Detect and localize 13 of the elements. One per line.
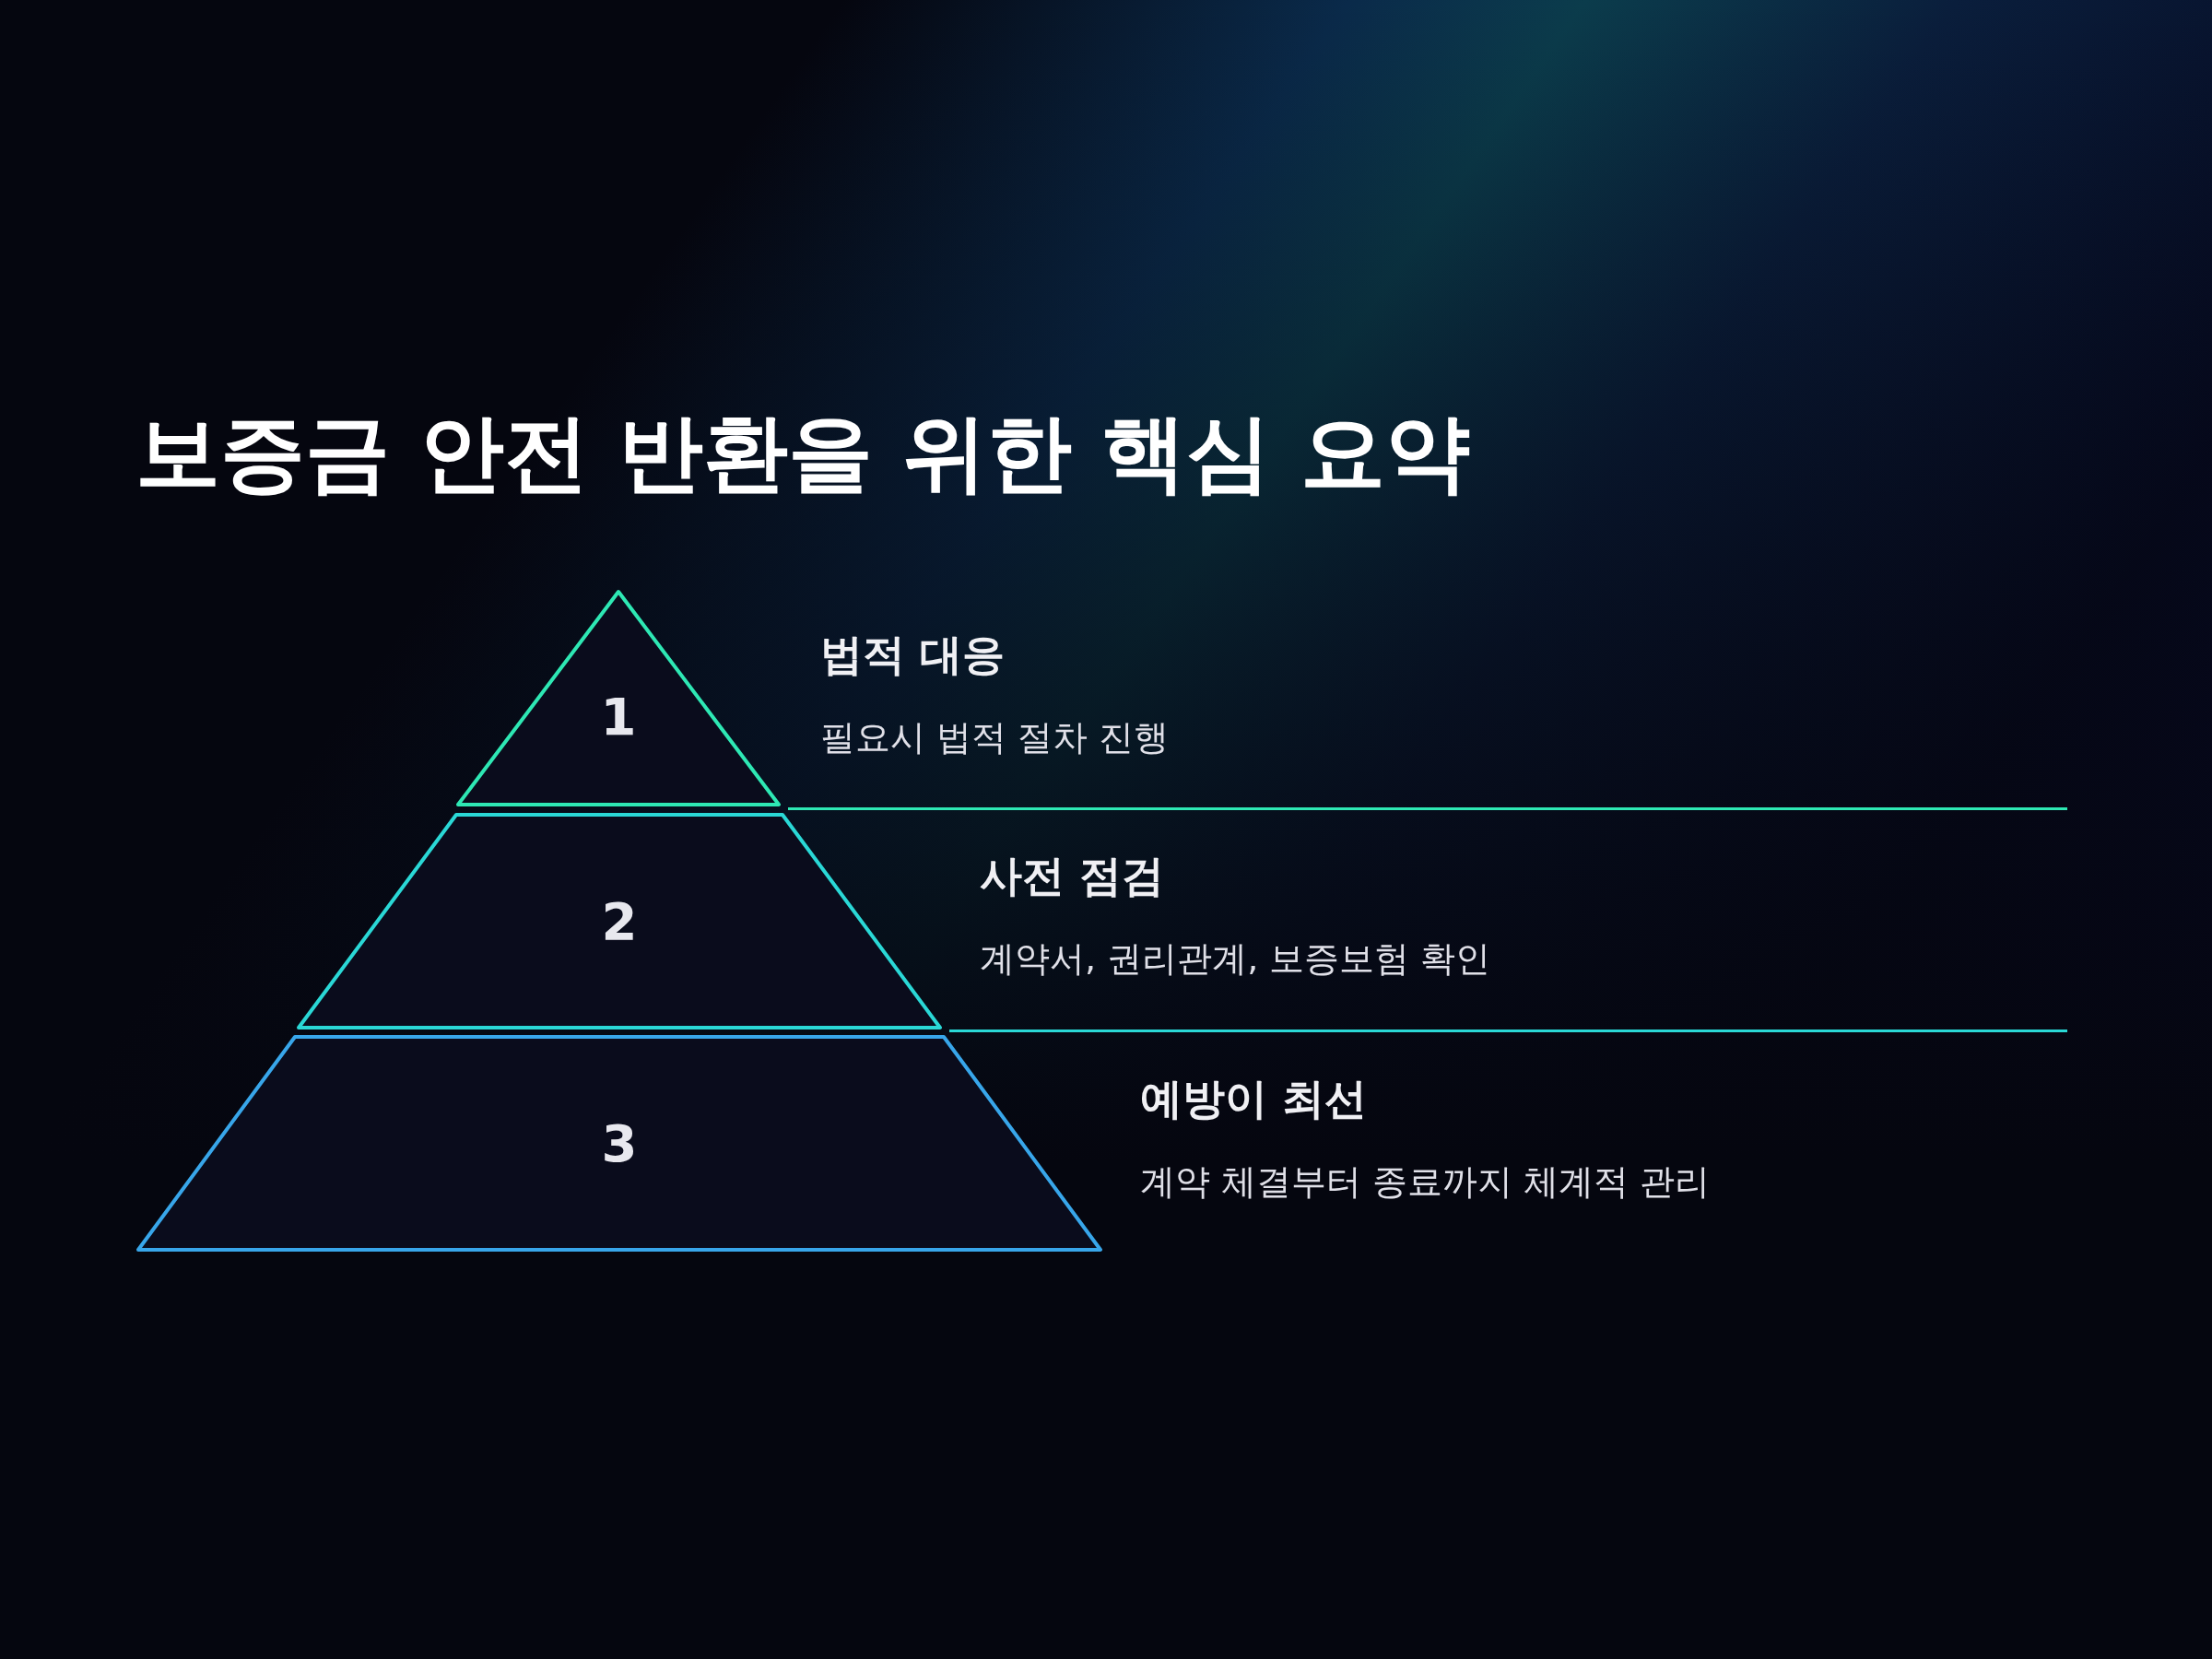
title: 보증금 안전 반환을 위한 핵심 요약 bbox=[135, 403, 1471, 504]
tier-description: 계약서, 권리관계, 보증보험 확인 bbox=[980, 937, 1491, 981]
tier-heading: 사전 점검 bbox=[980, 850, 1164, 902]
tier-heading: 예방이 최선 bbox=[1140, 1073, 1367, 1125]
tier-number: 1 bbox=[599, 687, 638, 747]
tier-description: 필요시 법적 절차 진행 bbox=[820, 716, 1170, 759]
pyramid-tier bbox=[136, 1035, 1102, 1252]
pyramid-tier bbox=[456, 590, 781, 806]
tier-number: 3 bbox=[600, 1113, 639, 1173]
tier-heading: 법적 대응 bbox=[820, 629, 1005, 681]
tier-description: 계약 체결부터 종료까지 체계적 관리 bbox=[1140, 1160, 1711, 1204]
pyramid-tier bbox=[297, 813, 942, 1030]
tier-number: 2 bbox=[600, 891, 639, 951]
